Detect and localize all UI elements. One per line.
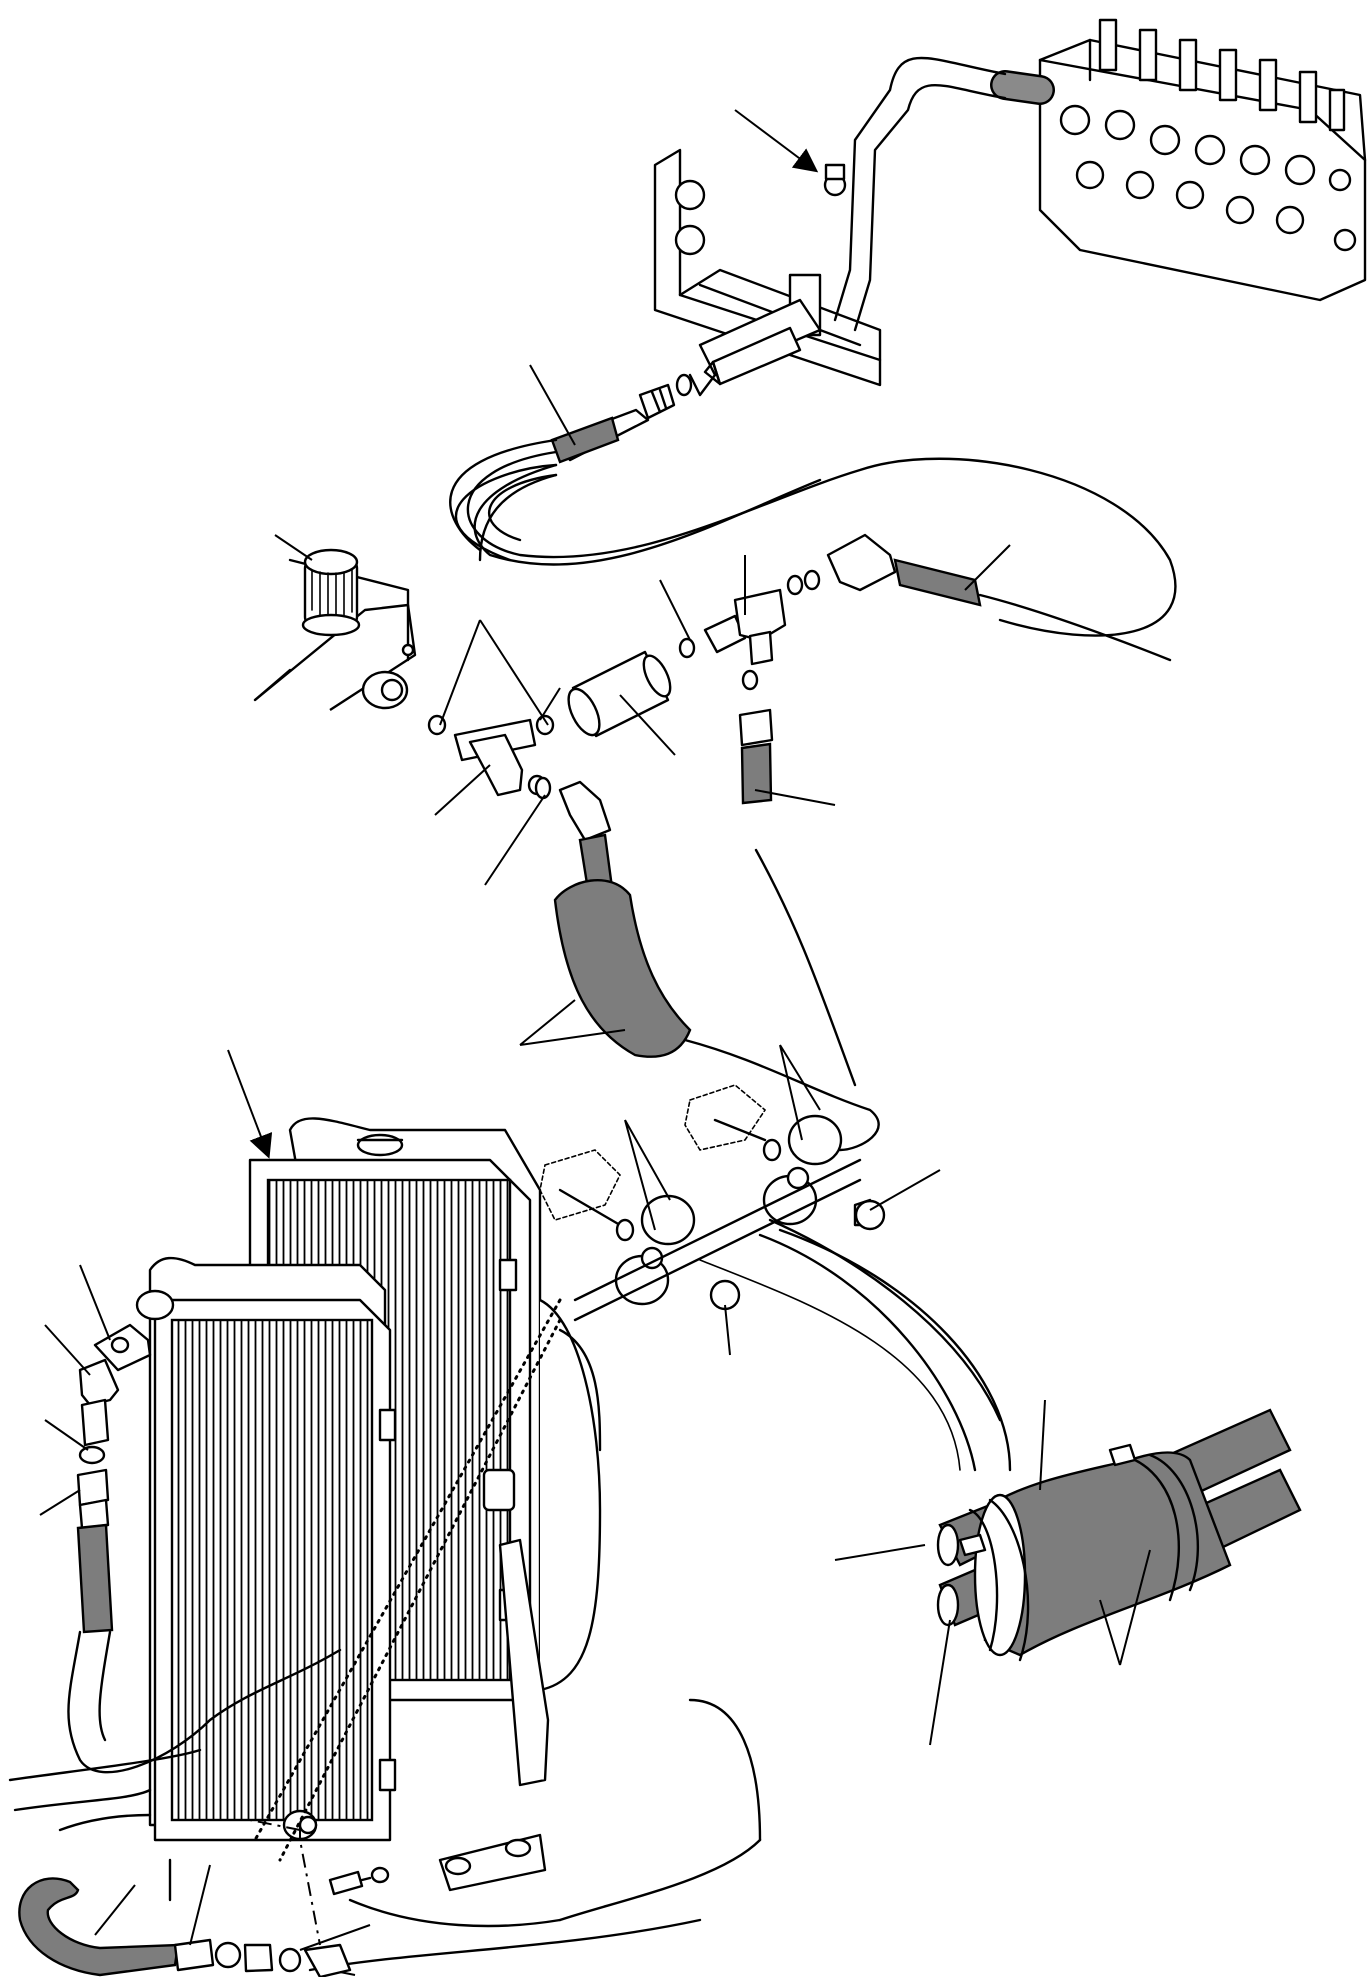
right-upper-hose-elbow (826, 533, 1172, 662)
hose-protector-detail-inset (699, 1218, 1302, 1662)
cooler-pipes-diagonal (573, 1158, 1012, 1472)
middle-pipe (567, 650, 672, 738)
lower-elbow-hose (534, 776, 880, 1152)
bracket-adapter (638, 326, 802, 420)
clamp-assembly-upper (684, 1084, 886, 1231)
outlet-hose-bottom (18, 1877, 352, 1977)
outlet-center-line (249, 1819, 321, 1946)
left-tee-fitting (427, 714, 555, 797)
steel-pipe-from-valve (823, 56, 1007, 332)
inset-protector-sleeve (973, 1451, 1232, 1657)
machine-frame-outline (8, 1328, 762, 1972)
cooler-inlet-port (135, 1289, 175, 1321)
drop-hose-from-tee (738, 708, 857, 1087)
tank-port-adapter (361, 670, 409, 710)
valve-ports (1059, 104, 1357, 252)
control-valve-block (990, 18, 1367, 302)
mounting-bolt-bottom (328, 1866, 390, 1896)
breather-cap (301, 548, 361, 637)
hidden-pipe-routing (253, 1298, 562, 1862)
right-tee-fitting (678, 569, 821, 691)
cooler-support-stay (438, 1468, 550, 1892)
callout-leaders (39, 109, 1151, 1976)
valve-spools (1098, 18, 1346, 132)
inset-clamp-bands (958, 1443, 1200, 1662)
inlet-elbow-fittings (76, 1323, 152, 1530)
oil-cooler-front-core (135, 1256, 397, 1842)
inlet-hose (67, 1523, 342, 1774)
hydraulic-tank (253, 548, 417, 712)
return-loop-hose (466, 450, 1177, 637)
upper-hose (449, 408, 822, 566)
